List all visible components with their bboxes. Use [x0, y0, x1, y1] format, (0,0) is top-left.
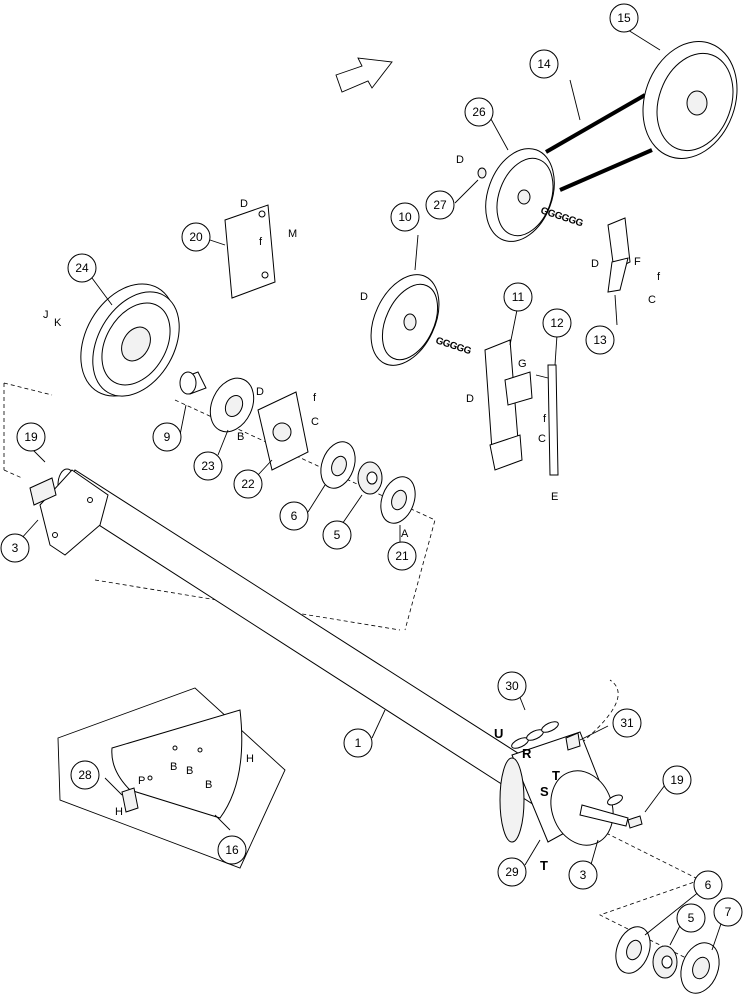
callout-19-lower: 19: [670, 773, 684, 787]
callout-7: 7: [725, 905, 732, 919]
letter-m: M: [288, 228, 297, 240]
letter-h: H: [115, 806, 123, 818]
letter-j: J: [43, 309, 49, 321]
pulley-15: [642, 41, 738, 159]
letter-d: D: [360, 291, 368, 303]
rod-12: [535, 364, 559, 476]
letter-c: C: [648, 294, 656, 306]
callout-16: 16: [225, 843, 239, 857]
pulley-10: [370, 274, 440, 366]
chain-label-upper: GGGGGG: [539, 205, 585, 229]
callout-20: 20: [189, 230, 203, 244]
letter-e: E: [551, 491, 558, 503]
flange-23: [209, 377, 255, 433]
bracket-13: [607, 217, 631, 293]
callout-1: 1: [355, 736, 362, 750]
letter-s: S: [540, 784, 549, 799]
letter-d: D: [240, 198, 248, 210]
bearing-5-upper: [357, 461, 383, 495]
belt-14: [545, 93, 653, 192]
callout-9: 9: [164, 430, 171, 444]
flange-6-lower: [615, 926, 651, 974]
flange-7: [680, 942, 720, 994]
letter-c: C: [311, 416, 319, 428]
letter-labels: A B B B B C C C D D D D D D E F f f f f …: [43, 154, 661, 873]
callout-29: 29: [505, 865, 519, 879]
callout-11: 11: [512, 290, 525, 304]
connector-31: [565, 732, 581, 751]
callout-31: 31: [620, 716, 634, 730]
letter-b: B: [186, 765, 193, 777]
pulley-24: [80, 283, 180, 397]
bushing-9: [179, 371, 207, 395]
flange-6-upper: [320, 441, 356, 489]
letter-t: T: [552, 768, 560, 783]
callout-3-upper: 3: [12, 541, 19, 555]
bracket-22: [257, 391, 309, 471]
callout-13: 13: [593, 333, 607, 347]
callout-15: 15: [617, 11, 631, 25]
inset-panel: [57, 687, 286, 869]
letter-d: D: [456, 154, 464, 166]
plate-20: [224, 204, 276, 299]
letter-d: D: [591, 258, 599, 270]
letter-c: C: [538, 433, 546, 445]
bearing-5-lower: [652, 945, 678, 979]
callout-6-upper: 6: [291, 509, 298, 523]
callout-5-upper: 5: [334, 528, 341, 542]
letter-h: H: [246, 753, 254, 765]
stud-27: [477, 167, 487, 179]
hub-flange-lower: [579, 804, 629, 827]
flange-21: [380, 476, 416, 524]
letter-r: R: [522, 746, 532, 761]
letter-k: K: [54, 317, 62, 329]
callout-28: 28: [78, 768, 92, 782]
direction-arrow-icon: [335, 57, 393, 93]
bracket-11: [484, 339, 533, 471]
callout-10: 10: [398, 210, 412, 224]
callout-24: 24: [75, 261, 89, 275]
callout-5-lower: 5: [688, 911, 695, 925]
pulley-26: [485, 148, 555, 242]
letter-t: T: [540, 858, 548, 873]
callouts: 1 3 3 5 5 6 6 7 9 10 11 12 13 14 15 16 1…: [0, 3, 743, 933]
letter-d: D: [466, 393, 474, 405]
chain-label-lower: GGGGG: [434, 335, 473, 357]
callout-3-lower: 3: [580, 868, 587, 882]
letter-b: B: [205, 779, 212, 791]
callout-14: 14: [537, 57, 551, 71]
letter-a: A: [401, 528, 409, 540]
callout-26: 26: [472, 105, 486, 119]
callout-6-lower: 6: [705, 878, 712, 892]
letter-b: B: [170, 761, 177, 773]
letter-f: f: [543, 413, 547, 425]
hub-flange-upper: [29, 469, 109, 556]
callout-30: 30: [505, 679, 519, 693]
letter-b: B: [237, 431, 244, 443]
letter-f: f: [657, 271, 661, 283]
callout-22: 22: [241, 477, 255, 491]
letter-f: f: [313, 392, 317, 404]
letter-g: G: [518, 358, 527, 370]
letter-u: U: [494, 726, 503, 741]
drum-29: [499, 731, 614, 846]
letter-f-upper: F: [634, 256, 641, 268]
chain-30: [511, 721, 623, 806]
callout-21: 21: [395, 549, 409, 563]
letter-f: f: [259, 236, 263, 248]
callout-27: 27: [433, 198, 447, 212]
callout-23: 23: [201, 459, 215, 473]
letter-p: P: [138, 775, 145, 787]
callout-12: 12: [550, 316, 564, 330]
letter-d: D: [256, 386, 264, 398]
callout-19-upper: 19: [24, 430, 38, 444]
pin-19-lower: [627, 815, 643, 829]
